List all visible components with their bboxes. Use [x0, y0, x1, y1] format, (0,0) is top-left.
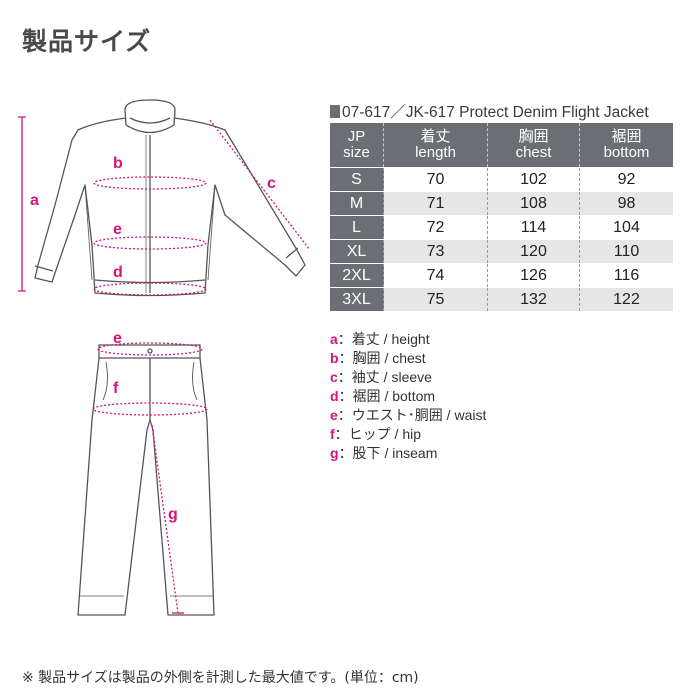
cell-bottom: 110 — [579, 239, 673, 264]
cell-chest: 126 — [487, 263, 580, 288]
measurement-legend: a：着丈 / height b：胸囲 / chest c：袖丈 / sleeve… — [330, 330, 486, 463]
cell-chest: 108 — [487, 191, 580, 216]
cell-chest: 132 — [487, 287, 580, 311]
product-title: 07-617／JK-617 Protect Denim Flight Jacke… — [330, 100, 649, 122]
cell-size: XL — [330, 239, 384, 264]
jacket-measure-lines — [18, 116, 311, 296]
cell-length: 75 — [383, 287, 488, 311]
cell-length: 73 — [383, 239, 488, 264]
measure-f-ellipse — [92, 402, 208, 416]
page-title: 製品サイズ — [22, 27, 152, 56]
measure-e-pants-ellipse — [97, 342, 203, 356]
cell-length: 71 — [383, 191, 488, 216]
legend-item: g：股下 / inseam — [330, 445, 438, 461]
cell-size: M — [330, 191, 384, 216]
jacket-drawing — [34, 99, 306, 297]
title-square-icon — [330, 105, 340, 118]
garment-illustration: a b c e d e f g — [18, 99, 311, 616]
legend-item: e：ウエスト･胴囲 / waist — [330, 407, 487, 423]
measurement-note: ※ 製品サイズは製品の外側を計測した最大値です。(単位：cm) — [22, 670, 419, 686]
cell-length: 74 — [383, 263, 488, 288]
legend-item: c：袖丈 / sleeve — [330, 369, 432, 385]
cell-bottom: 98 — [579, 191, 673, 216]
label-e-jacket: e — [113, 221, 122, 238]
cell-bottom: 122 — [579, 287, 673, 311]
product-title-text: 07-617／JK-617 Protect Denim Flight Jacke… — [342, 104, 649, 121]
legend-item: b：胸囲 / chest — [330, 350, 426, 366]
measure-c-line — [209, 119, 311, 251]
table-row: L 72 114 104 — [330, 215, 673, 240]
cell-length: 72 — [383, 215, 488, 240]
label-f: f — [113, 380, 119, 397]
cell-length: 70 — [383, 167, 488, 192]
cell-bottom: 116 — [579, 263, 673, 288]
legend-item: d：裾囲 / bottom — [330, 388, 436, 404]
label-c: c — [267, 175, 276, 192]
label-e-pants: e — [113, 330, 122, 347]
measure-b-ellipse — [93, 176, 207, 190]
legend-item: f：ヒップ / hip — [330, 426, 422, 442]
cell-size: 3XL — [330, 287, 384, 311]
legend-item: a：着丈 / height — [330, 331, 430, 347]
cell-bottom: 104 — [579, 215, 673, 240]
table-row: S 70 102 92 — [330, 167, 673, 192]
cell-chest: 114 — [487, 215, 580, 240]
label-a: a — [30, 192, 39, 209]
cell-chest: 102 — [487, 167, 580, 192]
table-row: XL 73 120 110 — [330, 239, 673, 264]
table-row: 2XL 74 126 116 — [330, 263, 673, 288]
cell-chest: 120 — [487, 239, 580, 264]
pants-measure-lines — [92, 342, 208, 614]
cell-bottom: 92 — [579, 167, 673, 192]
cell-size: S — [330, 167, 384, 192]
cell-size: L — [330, 215, 384, 240]
measure-d-ellipse — [93, 282, 207, 296]
label-g: g — [168, 506, 178, 523]
cell-size: 2XL — [330, 263, 384, 288]
pants-drawing — [77, 344, 215, 616]
label-d: d — [113, 264, 123, 281]
label-b: b — [113, 155, 123, 172]
table-row: 3XL 75 132 122 — [330, 287, 673, 311]
table-row: M 71 108 98 — [330, 191, 673, 216]
measure-e-jacket-ellipse — [93, 236, 207, 250]
